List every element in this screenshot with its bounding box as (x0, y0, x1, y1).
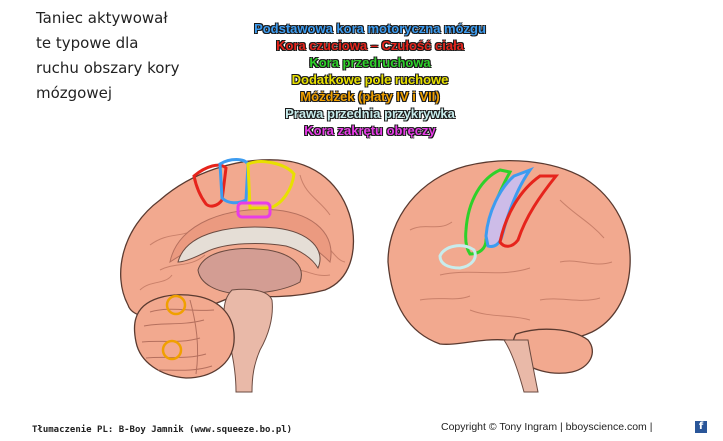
caption-line: mózgowej (36, 84, 113, 102)
cingulate-region-medial (236, 201, 272, 219)
supplementary-motor-region-medial (246, 160, 296, 210)
lateral-brainstem (503, 339, 539, 393)
thalamus (197, 248, 302, 295)
caption-line: te typowe dla (36, 34, 139, 52)
legend-item-primary-motor-cortex: Podstawowa kora motoryczna mózgu (254, 21, 486, 36)
legend-item-supplementary-motor-area: Dodatkowe pole ruchowe (291, 72, 449, 87)
facebook-icon[interactable]: f (695, 421, 707, 433)
legend-item-cerebellum: Móżdżek (płaty IV i VII) (300, 89, 440, 104)
lateral-brain-view (387, 160, 631, 393)
medial-sulci (139, 174, 346, 291)
legend-item-somatosensory-cortex: Kora czuciowa – Czułość ciała (276, 38, 464, 53)
corpus-callosum (177, 226, 321, 270)
cerebellum-lobule-vii-region (161, 339, 183, 361)
legend: Podstawowa kora motoryczna mózgu Kora cz… (220, 20, 520, 139)
legend-item-premotor-cortex: Kora przedruchowa (309, 55, 431, 70)
caption-line: ruchu obszary kory (36, 59, 180, 77)
copyright-credit: Copyright © Tony Ingram | bboyscience.co… (441, 421, 653, 433)
medial-brain-view (120, 158, 355, 393)
translation-credit: Tłumaczenie PL: B-Boy Jamnik (www.squeez… (32, 425, 293, 435)
caption-line: Taniec aktywował (36, 9, 168, 27)
cerebellum-lobule-iv-region (165, 294, 187, 316)
somatosensory-region-lateral (498, 174, 560, 248)
primary-motor-region-lateral (484, 166, 535, 248)
legend-item-anterior-operculum: Prawa przednia przykrywka (285, 106, 455, 121)
caption: Taniec aktywował te typowe dla ruchu obs… (36, 6, 179, 106)
legend-item-cingulate-cortex: Kora zakrętu obręczy (304, 123, 436, 138)
lateral-sulci (409, 199, 613, 321)
somatosensory-region-medial (192, 163, 228, 208)
primary-motor-region-medial (218, 158, 250, 205)
anterior-operculum-region (438, 244, 477, 270)
